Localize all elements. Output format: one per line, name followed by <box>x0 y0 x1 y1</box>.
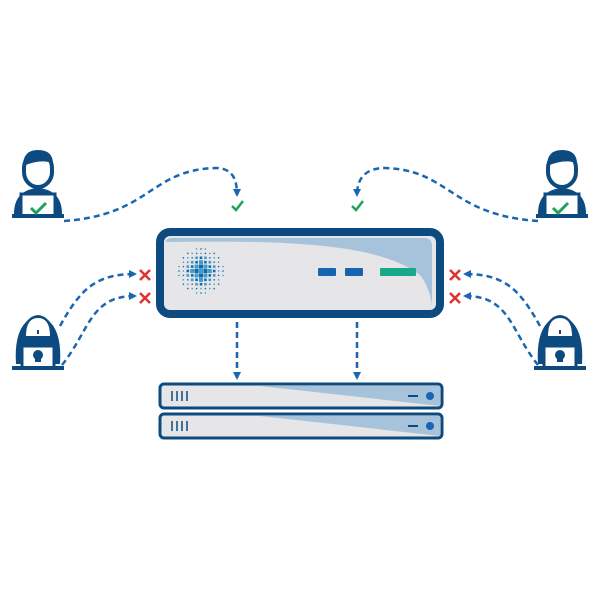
blocked-flow-left-2 <box>61 292 137 366</box>
cross-icon <box>138 268 152 282</box>
logo-icon <box>178 248 224 294</box>
allowed-flow-left <box>63 166 241 223</box>
legit-user-left-icon <box>10 148 66 220</box>
check-icon <box>350 199 365 212</box>
connection-arrows <box>58 166 542 380</box>
check-icon <box>230 199 245 212</box>
cross-icon <box>448 291 462 305</box>
network-appliance-icon <box>156 228 444 318</box>
server-unit <box>158 382 444 410</box>
server-rack-icon <box>158 382 444 440</box>
blocked-flow-left-1 <box>58 270 137 327</box>
cross-icon <box>138 291 152 305</box>
port-led <box>318 268 336 276</box>
check-icon <box>551 201 570 216</box>
attacker-left-icon <box>10 313 66 372</box>
port-led <box>345 268 363 276</box>
check-icon <box>29 201 48 216</box>
attacker-right-icon <box>532 313 588 372</box>
cross-icon <box>448 268 462 282</box>
status-led <box>380 268 416 276</box>
server-unit <box>158 412 444 440</box>
allowed-flow-right <box>353 166 539 223</box>
blocked-flow-right-2 <box>463 292 539 366</box>
blocked-flow-right-1 <box>463 270 542 327</box>
